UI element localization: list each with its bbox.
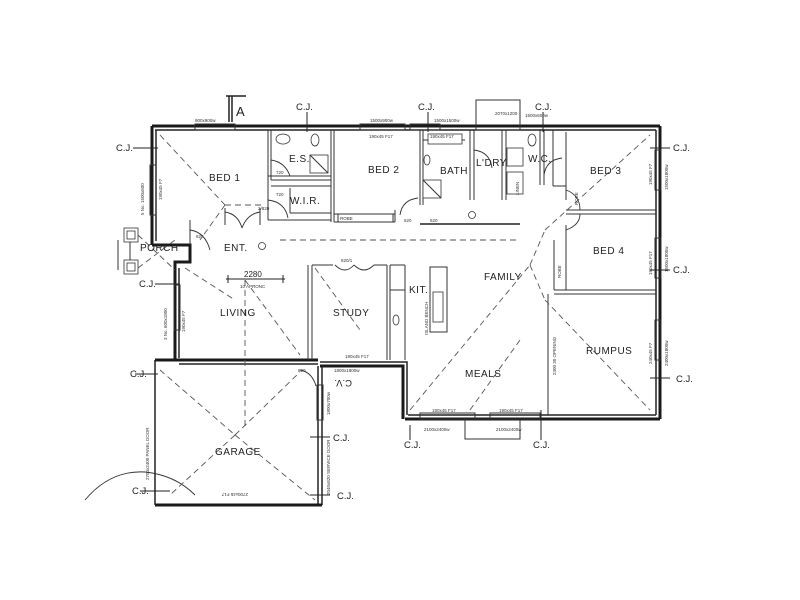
cj-label: C.J.	[296, 102, 313, 113]
annotation: 1500x1500w	[434, 118, 460, 123]
annotation: 2/820	[258, 206, 270, 211]
sink-icon	[392, 314, 400, 326]
windows	[149, 99, 662, 440]
interior-walls	[189, 130, 656, 415]
basin-icon	[275, 133, 291, 145]
annotation: 2100x2400w	[496, 427, 522, 432]
annotation: 190x45 F17	[499, 408, 523, 413]
living-dimension: 2280 10 APRONC	[226, 270, 285, 289]
living-width: 2280	[244, 270, 262, 279]
annotation: 820	[196, 234, 204, 239]
annotation: ROBE	[557, 265, 562, 278]
annotation: 190x45 F7	[158, 178, 163, 200]
room-labels: BED 1 E.S. W.I.R. BED 2 BATH L'DRY W.C. …	[209, 154, 632, 458]
annotation: 5 No. 1500x600	[140, 183, 145, 215]
cv-label: C.V.	[334, 377, 352, 388]
cj-label: C.J.	[404, 440, 421, 451]
room-label-ensuite: E.S.	[289, 154, 310, 165]
annotation: 3 No. 600x1800	[163, 308, 168, 340]
annotation: 2400 30 OPENING	[552, 336, 557, 375]
smoke-detector-icon	[258, 242, 266, 250]
annotation: 1500x600w	[525, 113, 549, 118]
room-label-bed2: BED 2	[368, 165, 399, 176]
cj-label: C.J.	[533, 440, 550, 451]
annotation: 190x45 F17	[648, 251, 653, 275]
annotation: LINEN	[515, 182, 520, 195]
room-label-garage: GARAGE	[215, 447, 261, 458]
cj-label: C.J.	[116, 143, 133, 154]
living-width-note: 10 APRONC	[240, 284, 266, 289]
room-label-meals: MEALS	[465, 369, 501, 380]
bathtub-icon	[427, 133, 463, 145]
annotation: 900x900w	[195, 118, 216, 123]
room-label-study: STUDY	[333, 308, 369, 319]
annotation: 820	[298, 368, 306, 373]
room-label-bed4: BED 4	[593, 246, 624, 257]
annotation: 2040x820 SERVICE DOOR	[326, 439, 331, 495]
annotation: 190x45 F17	[432, 408, 456, 413]
annotation: 1500x1800w	[664, 164, 669, 190]
room-label-porch: PORCH	[140, 243, 179, 254]
annotation: 2700x2400 PANEL DOOR	[145, 427, 150, 480]
room-label-kitchen: KIT.	[409, 285, 428, 296]
annotation: 620	[430, 218, 438, 223]
annotation: 190x45 F7	[648, 163, 653, 185]
cj-label: C.J.	[673, 143, 690, 154]
room-label-wir: W.I.R.	[290, 196, 320, 207]
room-label-wc: W.C.	[528, 154, 552, 165]
annotation: 720	[276, 170, 284, 175]
cj-label: C.J.	[535, 102, 552, 113]
annotation: ROBE	[340, 216, 353, 221]
cj-label: C.J.	[139, 279, 156, 290]
cj-label: C.J.	[337, 491, 354, 502]
cj-label: C.J.	[333, 433, 350, 444]
annotation: 720	[276, 192, 284, 197]
roof-lines	[159, 134, 651, 501]
room-label-bed1: BED 1	[209, 173, 240, 184]
annotation: 1500x1800w	[664, 246, 669, 272]
porch: PORCH	[117, 227, 179, 275]
annotation: 2070x1200	[495, 111, 518, 116]
cj-label: C.J.	[418, 102, 435, 113]
cj-label: C.J.	[130, 369, 147, 380]
room-label-bed3: BED 3	[590, 166, 621, 177]
annotations: 900x900w 1500x900w 1500x1500w 190x45 F17…	[140, 111, 669, 497]
room-label-bath: BATH	[440, 166, 468, 177]
wc-toilet-icon	[527, 133, 537, 147]
annotation: ISLAND BENCH	[424, 302, 429, 335]
annotation: 2700x45 F17	[221, 492, 248, 497]
annotation: 1800x1800w	[334, 368, 360, 373]
fixtures	[258, 133, 537, 326]
room-label-living: LIVING	[220, 308, 256, 319]
annotation: 190x45 F17	[430, 134, 454, 139]
annotation: 2400x1800w	[664, 340, 669, 366]
bath-basin-icon	[423, 154, 431, 166]
cj-label: C.J.	[132, 486, 149, 497]
toilet-icon	[310, 133, 320, 147]
section-marker: A	[226, 95, 246, 122]
annotation: 2100x2400w	[424, 427, 450, 432]
cj-label: C.J.	[673, 265, 690, 276]
room-label-family: FAMILY	[484, 272, 522, 283]
annotation: ROBE	[574, 192, 579, 205]
annotation: 1800x700w	[326, 391, 331, 415]
annotation: 190x45 F17	[369, 134, 393, 139]
control-joints: C.J. C.J. C.J. C.J. C.J. C.J. C.J. C.J. …	[116, 102, 693, 502]
room-label-entry: ENT.	[224, 243, 248, 254]
room-label-laundry: L'DRY	[476, 158, 507, 169]
annotation: 240x45 F7	[648, 342, 653, 364]
section-label: A	[236, 104, 245, 119]
annotation: 820/1	[341, 258, 353, 263]
annotation: 190x45 F7	[181, 310, 186, 332]
cj-label: C.J.	[676, 374, 693, 385]
annotation: 1500x900w	[370, 118, 394, 123]
annotation: 190x45 F17	[345, 354, 369, 359]
door-swings	[84, 149, 581, 501]
annotation: 620	[404, 218, 412, 223]
hwu-icon	[468, 211, 476, 219]
room-label-rumpus: RUMPUS	[586, 346, 632, 357]
